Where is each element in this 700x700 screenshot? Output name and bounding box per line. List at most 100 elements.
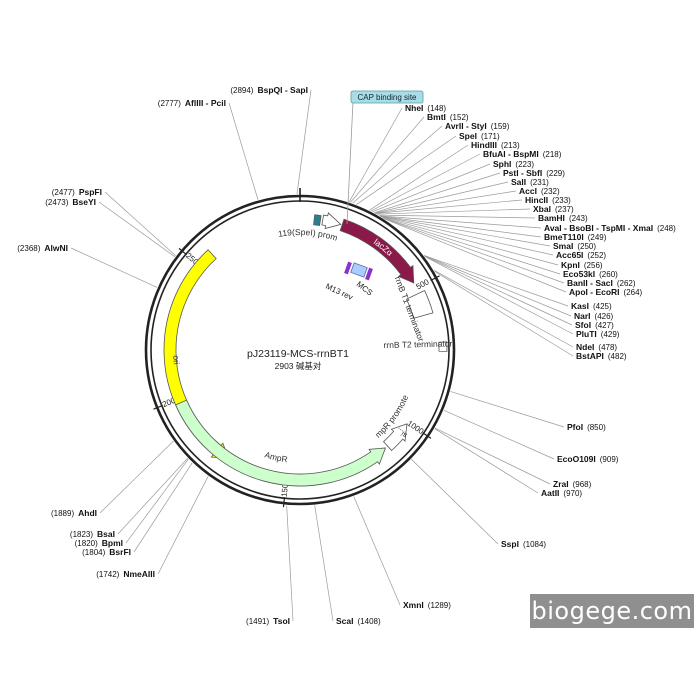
site-bstapi[interactable]: BstAPI(482) — [434, 271, 627, 361]
site-label: SspI(1084) — [501, 539, 546, 549]
site-sali[interactable]: SalI(231) — [374, 177, 549, 214]
site-position: (159) — [491, 122, 510, 131]
tick-1500 — [282, 497, 286, 508]
site-label: SalI(231) — [511, 177, 549, 187]
site-leader-line — [370, 153, 481, 212]
site-label: ScaI(1408) — [336, 616, 381, 626]
site-spei[interactable]: SpeI(171) — [356, 131, 500, 205]
site-label: (2777)AflIII - PciI — [158, 98, 226, 108]
site-label: BstAPI(482) — [576, 351, 627, 361]
site-leader-line — [443, 409, 555, 460]
site-hincii[interactable]: HincII(233) — [375, 195, 571, 214]
site-position: (1742) — [96, 570, 119, 579]
site-kasi[interactable]: KasI(425) — [423, 255, 612, 311]
site-name: ScaI — [336, 616, 354, 626]
site-leader-line — [157, 476, 209, 575]
site-name: AflIII - PciI — [185, 98, 226, 108]
site-pluti[interactable]: PluTI(429) — [424, 256, 620, 339]
site-label: XbaI(237) — [533, 204, 574, 214]
site-ecoo109i[interactable]: EcoO109I(909) — [443, 409, 619, 464]
site-banii-saci[interactable]: BanII - SacI(262) — [383, 218, 636, 288]
site-acc65i[interactable]: Acc65I(252) — [380, 216, 607, 260]
site-apoi-ecori[interactable]: ApoI - EcoRI(264) — [384, 218, 643, 297]
site-label: AvrII - StyI(159) — [445, 121, 510, 131]
site-sphi[interactable]: SphI(223) — [372, 159, 534, 213]
site-name: AvaI - BsoBI - TspMI - XmaI — [544, 223, 653, 233]
site-label: BanII - SacI(262) — [567, 278, 636, 288]
site-label: SpeI(171) — [459, 131, 500, 141]
site-label: (2368)AlwNI — [17, 243, 68, 253]
site-pfoi[interactable]: PfoI(850) — [450, 391, 606, 432]
site-xbai[interactable]: XbaI(237) — [376, 204, 574, 215]
site-position: (213) — [501, 141, 520, 150]
site-leader-line — [434, 271, 574, 357]
site-label: (1820)BpmI — [75, 538, 123, 548]
site-name: ApoI - EcoRI — [569, 287, 620, 297]
site-acci[interactable]: AccI(232) — [375, 186, 560, 214]
site-label: HindIII(213) — [471, 140, 520, 150]
site-alwni[interactable]: (2368)AlwNI — [17, 243, 158, 288]
site-psti-sbfi[interactable]: PstI - SbfI(229) — [374, 168, 565, 214]
plasmid-name: pJ23119-MCS-rrnBT1 — [247, 348, 349, 360]
site-avai-bsobi-tspmi-xmai[interactable]: AvaI - BsoBI - TspMI - XmaI(248) — [379, 215, 676, 233]
site-label: NdeI(478) — [576, 342, 617, 352]
site-bfuai-bspmi[interactable]: BfuAI - BspMI(218) — [370, 149, 562, 212]
site-position: (970) — [563, 489, 582, 498]
tick-2500 — [178, 247, 188, 256]
site-position: (262) — [617, 279, 636, 288]
tick-1000 — [422, 432, 432, 439]
site-name: AatII — [541, 488, 559, 498]
site-zrai[interactable]: ZraI(968) — [434, 427, 592, 489]
site-leader-line — [356, 135, 457, 205]
site-smai[interactable]: SmaI (250) — [380, 215, 596, 251]
site-position: (1889) — [51, 509, 74, 518]
site-leader-line — [380, 215, 551, 247]
site-position: (2894) — [230, 86, 253, 95]
site-pspfi[interactable]: (2477)PspFI — [52, 187, 176, 257]
site-sspi[interactable]: SspI(1084) — [411, 458, 546, 549]
site-kpni[interactable]: KpnI(256) — [381, 217, 603, 270]
site-bseyi[interactable]: (2473)BseYI — [45, 197, 176, 258]
site-name: NarI — [574, 311, 591, 321]
site-bpmi[interactable]: (1820)BpmI — [75, 458, 189, 548]
site-leader-line — [296, 89, 312, 195]
site-nhei[interactable]: NheI(148) — [348, 103, 446, 203]
site-sfoi[interactable]: SfoI(427) — [424, 255, 615, 330]
site-bmti[interactable]: BmtI(152) — [350, 112, 469, 203]
site-leader-line — [433, 269, 574, 348]
site-ndei[interactable]: NdeI(478) — [433, 269, 617, 352]
site-position: (243) — [569, 214, 588, 223]
site-position: (233) — [552, 196, 571, 205]
site-ahdi[interactable]: (1889)AhdI — [51, 440, 174, 518]
site-bspqi-sapi[interactable]: (2894)BspQI - SapI — [230, 85, 312, 195]
site-nari[interactable]: NarI(426) — [424, 255, 614, 321]
ampr-promoter-arrow — [382, 423, 408, 452]
site-eco53ki[interactable]: Eco53kI(260) — [383, 217, 618, 279]
tick-500 — [430, 275, 440, 282]
site-leader-line — [98, 201, 176, 258]
site-bmet110i[interactable]: BmeT110I(249) — [380, 215, 607, 242]
mcs-right-tag — [365, 267, 373, 281]
site-bsrfi[interactable]: (1804)BsrFI — [82, 462, 193, 557]
tick-label-500: 500 — [415, 277, 431, 291]
site-scai[interactable]: ScaI(1408) — [314, 505, 381, 626]
site-avrii-styi[interactable]: AvrII - StyI(159) — [352, 121, 510, 204]
site-leader-line — [383, 218, 565, 284]
site-xmni[interactable]: XmnI(1289) — [353, 496, 451, 610]
site-bsai[interactable]: (1823)BsaI — [70, 457, 188, 539]
site-hindiii[interactable]: HindIII(213) — [369, 140, 520, 211]
cap-callout-box — [350, 90, 424, 104]
site-name: SmaI — [553, 241, 573, 251]
site-name: BmtI — [427, 112, 446, 122]
site-tsoi[interactable]: (1491)TsoI — [246, 505, 294, 626]
site-label: (2477)PspFI — [52, 187, 102, 197]
site-aatii[interactable]: AatII (970) — [434, 428, 583, 498]
site-bamhi[interactable]: BamHI (243) — [378, 213, 588, 223]
site-afliii-pcii[interactable]: (2777)AflIII - PciI — [158, 98, 259, 200]
site-name: BamHI — [538, 213, 565, 223]
site-label: SmaI (250) — [553, 241, 596, 251]
site-label: BmeT110I(249) — [544, 232, 607, 242]
site-nmeaiii[interactable]: (1742)NmeAIII — [96, 476, 209, 579]
site-position: (250) — [577, 242, 596, 251]
mcs-label: MCS — [355, 279, 375, 297]
